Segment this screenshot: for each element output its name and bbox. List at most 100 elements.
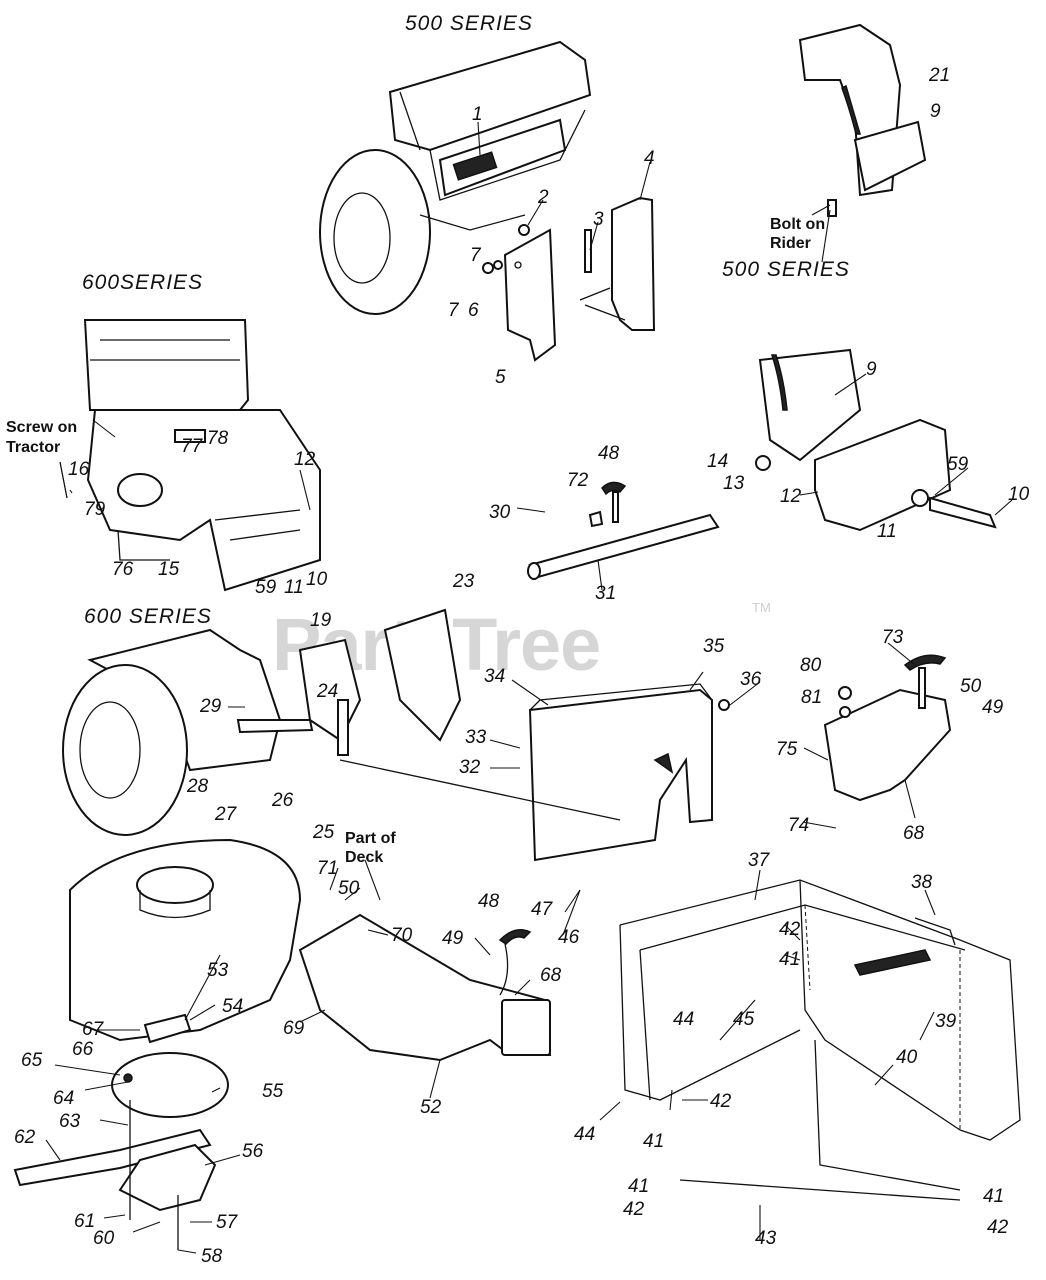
callout-48-lower: 48 xyxy=(478,891,500,912)
callout-79: 79 xyxy=(84,499,106,520)
rider-500-top-drawing xyxy=(798,23,927,217)
callout-23: 23 xyxy=(452,571,475,592)
callout-41-a: 41 xyxy=(779,949,800,970)
callout-65: 65 xyxy=(21,1050,43,1071)
callout-24: 24 xyxy=(316,681,338,702)
note-part-of-deck-line1: Part of xyxy=(345,830,396,847)
callout-7-lower: 7 xyxy=(448,300,460,321)
tractor-600-lower-drawing xyxy=(62,628,282,836)
callout-32: 32 xyxy=(459,757,481,778)
note-screw-on-tractor-line1: Screw on xyxy=(6,419,77,436)
arrow-bolt-on-rider xyxy=(811,204,831,216)
callout-75: 75 xyxy=(776,739,798,760)
callout-25: 25 xyxy=(312,822,335,843)
callout-40: 40 xyxy=(896,1047,918,1068)
callout-10-right: 10 xyxy=(1008,484,1030,505)
callout-80: 80 xyxy=(800,655,822,676)
callout-59-left: 59 xyxy=(255,577,277,598)
callout-6: 6 xyxy=(468,300,479,321)
callout-76: 76 xyxy=(112,559,134,580)
callout-68-right: 68 xyxy=(903,823,925,844)
callout-46: 46 xyxy=(558,927,580,948)
heading-500-series-top: 500 SERIES xyxy=(405,12,533,35)
callout-5: 5 xyxy=(495,367,506,388)
callout-11-right: 11 xyxy=(877,521,897,542)
callout-66: 66 xyxy=(72,1039,94,1060)
callout-60: 60 xyxy=(93,1228,115,1249)
callout-11-left: 11 xyxy=(284,577,304,598)
callout-41-d: 41 xyxy=(983,1186,1004,1207)
callout-14: 14 xyxy=(707,451,728,472)
bracket-5-drawing xyxy=(503,228,557,362)
note-bolt-on-rider-line2: Rider xyxy=(770,235,811,252)
callout-36: 36 xyxy=(740,669,762,690)
callout-70: 70 xyxy=(391,925,413,946)
callout-42-a: 42 xyxy=(779,919,801,940)
note-bolt-on-rider-line1: Bolt on xyxy=(770,216,825,233)
callout-30: 30 xyxy=(489,502,511,523)
callout-47: 47 xyxy=(531,899,554,920)
note-part-of-deck-line2: Deck xyxy=(345,849,383,866)
callout-81: 81 xyxy=(801,687,822,708)
callout-50-right: 50 xyxy=(960,676,982,697)
callout-73: 73 xyxy=(882,627,904,648)
callout-49-lower: 49 xyxy=(442,928,464,949)
callout-49-right: 49 xyxy=(982,697,1004,718)
deck-drawing xyxy=(69,838,302,1042)
callout-16: 16 xyxy=(68,459,90,480)
callout-42-b: 42 xyxy=(710,1091,732,1112)
callout-68-lower: 68 xyxy=(540,965,562,986)
callout-52: 52 xyxy=(420,1097,442,1118)
callout-38: 38 xyxy=(911,872,933,893)
callout-31: 31 xyxy=(595,583,616,604)
callout-12-left: 12 xyxy=(294,449,316,470)
callout-67: 67 xyxy=(82,1019,105,1040)
blade-assembly-drawing xyxy=(13,1013,229,1250)
callout-56: 56 xyxy=(242,1141,264,1162)
series-headings: 500 SERIES 500 SERIES 600SERIES 600 SERI… xyxy=(82,12,849,628)
callout-41-b: 41 xyxy=(643,1131,664,1152)
callout-7-upper: 7 xyxy=(470,245,482,266)
watermark-trademark: TM xyxy=(752,600,771,615)
note-screw-on-tractor-line2: Tractor xyxy=(6,439,60,456)
callout-62: 62 xyxy=(14,1127,36,1148)
callout-2: 2 xyxy=(537,187,549,208)
arrow-screw-on-tractor xyxy=(59,461,68,499)
callout-54: 54 xyxy=(222,996,243,1017)
callout-34: 34 xyxy=(484,666,505,687)
rod-31-drawing xyxy=(527,513,720,580)
leader-lines xyxy=(45,121,1013,1254)
callout-26: 26 xyxy=(271,790,294,811)
callout-59-right: 59 xyxy=(947,454,969,475)
part-number-callouts: 1 2 3 4 5 6 7 7 9 9 10 10 11 11 12 12 13… xyxy=(14,65,1030,1267)
knob-48-72-drawing xyxy=(588,481,627,528)
rod-26-drawing xyxy=(236,699,621,821)
grass-bag-frame-drawing xyxy=(619,879,1021,1201)
callout-15: 15 xyxy=(158,559,180,580)
callout-29: 29 xyxy=(199,696,222,717)
callout-10-left: 10 xyxy=(306,569,328,590)
callout-35: 35 xyxy=(703,636,725,657)
hardware-2-6-7-drawing xyxy=(482,224,530,274)
callout-28: 28 xyxy=(186,776,209,797)
callout-48-upper: 48 xyxy=(598,443,620,464)
callout-3: 3 xyxy=(593,209,604,230)
callout-39: 39 xyxy=(935,1011,957,1032)
callout-50-lower: 50 xyxy=(338,878,360,899)
callout-12-right: 12 xyxy=(780,486,802,507)
callout-72: 72 xyxy=(567,470,589,491)
callout-4: 4 xyxy=(644,148,655,169)
callout-55: 55 xyxy=(262,1081,284,1102)
callout-45: 45 xyxy=(733,1009,755,1030)
callout-42-d: 42 xyxy=(987,1217,1009,1238)
chute-latch-75-drawing xyxy=(823,654,952,802)
callout-44-a: 44 xyxy=(673,1009,694,1030)
heading-600-series-lower: 600 SERIES xyxy=(84,605,212,628)
callout-27: 27 xyxy=(214,804,238,825)
callout-1: 1 xyxy=(472,104,483,125)
callout-9-upper: 9 xyxy=(930,101,941,122)
callout-9-lower: 9 xyxy=(866,359,877,380)
callout-42-c: 42 xyxy=(623,1199,645,1220)
rider-500-lower-drawing xyxy=(755,348,997,532)
